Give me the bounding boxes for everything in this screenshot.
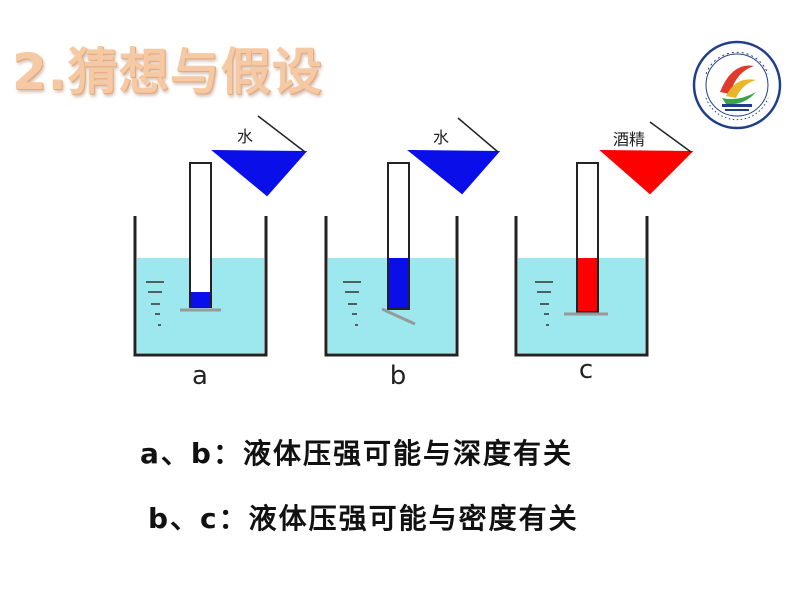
- flask-c-label: 酒精: [613, 130, 645, 149]
- beaker-a-depth-marks: [146, 281, 164, 326]
- flask-a-label: 水: [237, 127, 253, 146]
- piston-b: [381, 307, 416, 326]
- beaker-c-label: c: [579, 355, 593, 385]
- slide-title: 2.猜想与假设: [12, 43, 323, 101]
- beaker-c-depth-marks: [535, 281, 553, 326]
- flask-b: [407, 149, 501, 195]
- beaker-b-depth-marks: [343, 281, 361, 326]
- flask-a: [211, 149, 308, 197]
- beaker-a: 水 a: [133, 115, 308, 391]
- flask-b-label: 水: [433, 128, 449, 147]
- flask-c: [599, 149, 694, 195]
- beaker-b: 水 b: [324, 117, 501, 391]
- tube-a: [189, 162, 212, 308]
- tube-a-liquid: [191, 292, 210, 307]
- tube-c-liquid: [578, 258, 597, 311]
- school-emblem-icon: [692, 40, 782, 130]
- beaker-a-label: a: [192, 361, 208, 391]
- beaker-c-wall: [514, 216, 649, 357]
- experiment-diagram: 水 a 水 b: [133, 115, 694, 391]
- tube-b-liquid: [389, 258, 408, 308]
- beaker-a-wall: [133, 216, 268, 357]
- beaker-c: 酒精 c: [514, 121, 694, 385]
- conclusion-density: b、c：液体压强可能与密度有关: [148, 502, 579, 535]
- beaker-b-label: b: [390, 361, 407, 391]
- beaker-b-wall: [324, 216, 459, 357]
- conclusion-depth: a、b：液体压强可能与深度有关: [140, 437, 573, 470]
